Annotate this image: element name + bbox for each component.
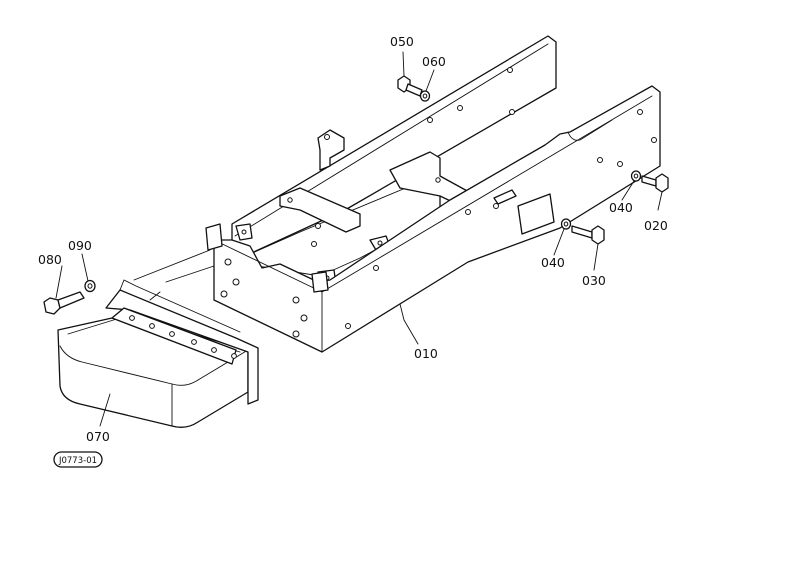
bolt-020 xyxy=(641,173,669,193)
callout-010: 010 xyxy=(414,346,438,361)
figure-code-badge: J0773-01 xyxy=(53,451,103,468)
tray-assembly xyxy=(57,279,259,428)
bolt-080 xyxy=(43,291,85,315)
callout-030: 030 xyxy=(582,273,606,288)
cross-member-rear xyxy=(279,187,361,233)
callout-labels: 050 060 040 020 040 030 010 080 090 070 xyxy=(38,34,668,444)
callout-040-right: 040 xyxy=(609,200,633,215)
washer-040-left xyxy=(560,218,572,230)
callout-070: 070 xyxy=(86,429,110,444)
assembly-lines xyxy=(133,249,215,283)
figure-code: J0773-01 xyxy=(58,456,97,466)
washer-090 xyxy=(84,279,96,293)
callout-040-left: 040 xyxy=(541,255,565,270)
callout-080: 080 xyxy=(38,252,62,267)
washer-060 xyxy=(419,90,431,102)
callout-020: 020 xyxy=(644,218,668,233)
bolt-030 xyxy=(571,225,605,245)
washer-040-right xyxy=(630,170,642,182)
callout-090: 090 xyxy=(68,238,92,253)
side-plate xyxy=(517,193,555,235)
frame-assembly xyxy=(205,35,661,353)
callout-060: 060 xyxy=(422,54,446,69)
frame-top-bracket xyxy=(317,129,345,171)
tray-back-plate xyxy=(105,289,259,405)
leader-lines xyxy=(55,51,663,427)
callout-050: 050 xyxy=(390,34,414,49)
bolt-050 xyxy=(397,75,423,97)
